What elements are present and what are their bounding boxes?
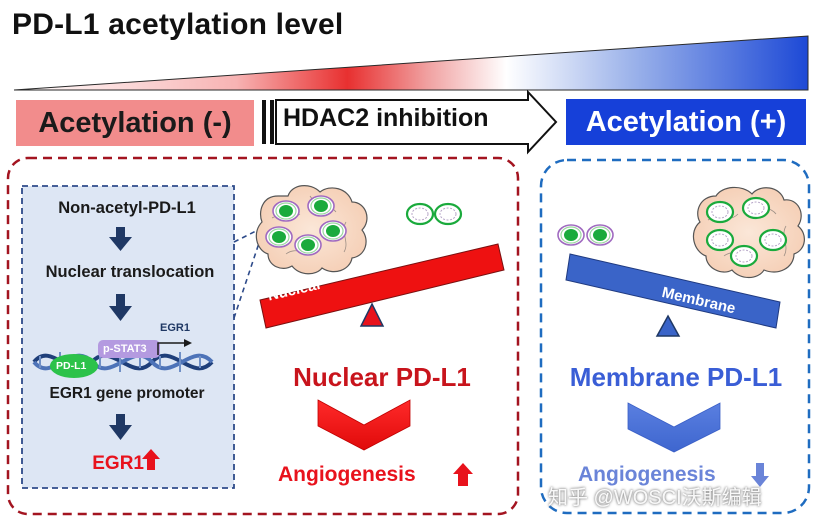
decrease-chevron-blue	[627, 402, 721, 453]
step-non-acetyl-pdl1: Non-acetyl-PD-L1	[58, 199, 196, 217]
down-arrow-1	[109, 227, 132, 251]
egr1-gene-tag: EGR1	[160, 322, 190, 334]
left-panel-border	[6, 156, 520, 516]
nuclear-pdl1-title: Nuclear PD-L1	[293, 362, 471, 392]
egr1-output: EGR1	[92, 453, 144, 474]
nuclear-seesaw	[259, 243, 505, 329]
page-title: PD-L1 acetylation level	[12, 8, 344, 41]
membrane-pdl1-cells	[705, 196, 788, 268]
decrease-chevron-red	[317, 399, 411, 451]
acetylation-positive-label: Acetylation (+)	[566, 99, 806, 145]
pdl1-protein-icon	[50, 354, 98, 378]
membrane-pdl1-title: Membrane PD-L1	[569, 362, 783, 392]
watermark: 知乎 @WOSCI沃斯编辑	[548, 487, 762, 509]
up-arrow-red-egr1	[142, 449, 160, 470]
pstat3-label: p-STAT3	[103, 343, 147, 355]
step-nuclear-translocation: Nuclear translocation	[45, 263, 215, 281]
pdl1-label: PD-L1	[56, 360, 87, 372]
membrane-pdl1-free-cells-left	[405, 202, 463, 226]
acetylation-negative-label: Acetylation (-)	[16, 100, 254, 146]
nuclear-pdl1-cells	[265, 195, 347, 256]
right-panel-border	[539, 158, 811, 515]
hdac2-inhibition-label: HDAC2 inhibition	[283, 104, 489, 132]
pstat3-box	[98, 340, 160, 358]
nuclear-pdl1-free-cells-right	[557, 224, 614, 246]
acetylation-gradient-wedge	[13, 35, 809, 91]
angiogenesis-left: Angiogenesis	[278, 463, 416, 486]
down-arrow-2	[109, 294, 132, 321]
down-arrow-blue-angiogenesis	[751, 463, 769, 487]
down-arrow-3	[109, 414, 132, 440]
hdac2-arrow	[262, 89, 558, 155]
pathway-box	[21, 185, 235, 489]
angiogenesis-right: Angiogenesis	[578, 463, 716, 486]
step-egr1-gene-promoter: EGR1 gene promoter	[49, 385, 205, 402]
membrane-seesaw	[565, 253, 781, 337]
up-arrow-red-angiogenesis	[453, 463, 473, 486]
